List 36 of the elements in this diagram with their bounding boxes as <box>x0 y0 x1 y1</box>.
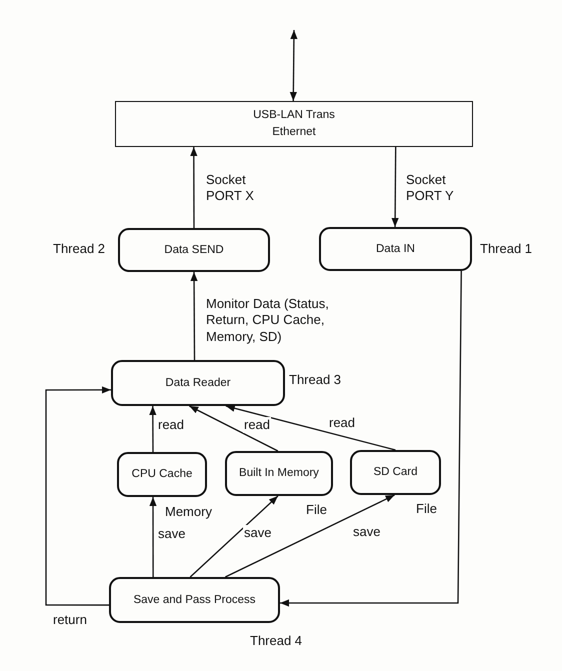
arrow <box>190 147 198 228</box>
thread-label: File <box>306 502 327 518</box>
node-label: Save and Pass Process <box>133 592 256 608</box>
arrow <box>290 30 298 101</box>
process-box <box>118 228 270 272</box>
thread-label: Memory <box>165 504 212 520</box>
arrow <box>190 496 278 578</box>
node-label: Data SEND <box>164 242 224 258</box>
process-box <box>117 452 207 497</box>
arrow <box>149 406 156 452</box>
node-label: Built In Memory <box>239 466 319 482</box>
arrow <box>225 494 395 578</box>
interface-box <box>115 101 473 147</box>
node-label: Data IN <box>376 242 415 257</box>
process-box <box>225 451 333 496</box>
arrow <box>149 497 157 577</box>
arrow <box>189 405 278 452</box>
thread-label: Thread 3 <box>289 372 342 388</box>
thread-label: Thread 4 <box>250 633 302 650</box>
thread-label: File <box>416 501 437 518</box>
arrow <box>226 404 396 451</box>
thread-label: Thread 1 <box>480 241 532 258</box>
arrow <box>392 147 399 227</box>
edge-label: read <box>243 417 272 434</box>
process-box <box>319 227 472 271</box>
arrow <box>45 386 111 606</box>
arrow <box>280 271 462 607</box>
node-label: USB-LAN Trans Ethernet <box>252 108 336 140</box>
node-label: CPU Cache <box>132 467 192 482</box>
arrow <box>190 272 198 360</box>
node-label: SD Card <box>373 465 418 480</box>
process-box <box>350 450 441 495</box>
process-box <box>109 577 280 623</box>
node-label: Data Reader <box>165 376 231 391</box>
thread-label: Thread 2 <box>53 241 106 258</box>
process-box <box>111 360 285 406</box>
